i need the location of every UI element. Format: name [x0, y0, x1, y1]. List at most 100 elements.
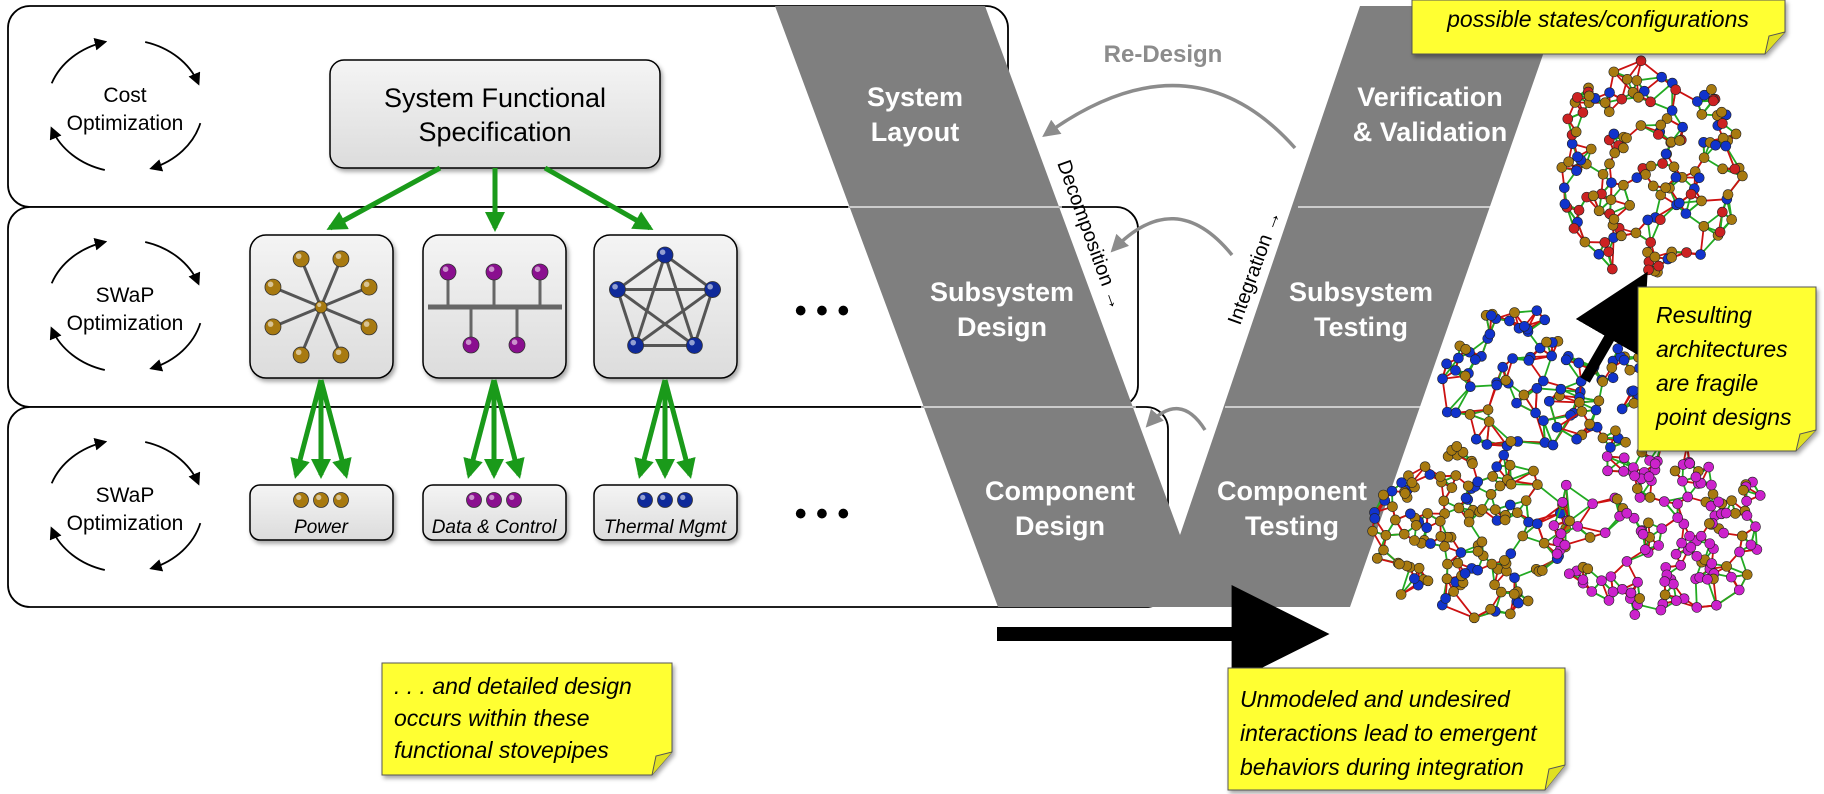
network-node-icon [1693, 172, 1705, 184]
network-node-icon [1745, 539, 1757, 551]
network-node-icon [1704, 538, 1716, 549]
network-node-icon [1435, 531, 1447, 542]
vee-right-bot-line2: Testing [1245, 511, 1339, 541]
network-node-icon [1616, 93, 1628, 105]
cycle-arrow-icon [49, 126, 106, 171]
mesh-edge [664, 253, 714, 291]
network-node-icon [1698, 152, 1710, 164]
network-node-icon [1409, 535, 1420, 546]
network-node-icon [1387, 501, 1398, 512]
network-node-icon [1582, 563, 1594, 575]
network-node-icon [1706, 84, 1717, 95]
network-node-icon [1624, 364, 1636, 376]
network-node-icon [1604, 87, 1615, 98]
network-node-icon [1453, 352, 1464, 364]
node-highlight-icon [680, 494, 686, 500]
network-node-icon [1537, 565, 1548, 576]
network-node-icon [1692, 96, 1703, 107]
network-node-icon [1500, 375, 1512, 386]
network-node-icon [1645, 96, 1656, 108]
emergent-network-blobs [1367, 55, 1766, 624]
network-node-icon [1410, 520, 1422, 531]
network-node-icon [1672, 512, 1683, 523]
row-label-swap1-1: SWaP [96, 284, 155, 307]
network-node-icon [1499, 555, 1510, 566]
network-node-icon [1476, 536, 1488, 548]
network-node-icon [1483, 416, 1495, 427]
vee-left-mid-line2: Design [957, 312, 1047, 342]
network-node-icon [1518, 389, 1530, 401]
mesh-node-icon [656, 246, 674, 264]
network-node-icon [1482, 404, 1494, 415]
network-node-icon [1618, 179, 1629, 191]
network-node-icon [1560, 479, 1572, 491]
network-node-icon [1717, 118, 1728, 129]
network-node-icon [1628, 512, 1640, 524]
network-node-icon [1660, 182, 1671, 193]
cycle-arrow-icon [50, 438, 108, 484]
network-node-icon [1631, 75, 1643, 86]
network-node-icon [1530, 407, 1541, 419]
network-node-icon [1422, 575, 1434, 587]
node-highlight-icon [659, 249, 666, 255]
component-label-power: Power [294, 517, 349, 538]
node-highlight-icon [612, 283, 618, 290]
mesh-node-icon [685, 337, 703, 354]
network-node-icon [1612, 343, 1624, 354]
network-node-icon [1584, 418, 1595, 430]
network-node-icon [1505, 478, 1517, 490]
mesh-node-icon [609, 281, 626, 298]
network-node-icon [1378, 544, 1389, 556]
network-node-icon [1504, 315, 1515, 327]
network-node-icon [1490, 504, 1501, 515]
node-highlight-icon [469, 494, 475, 500]
network-node-icon [1599, 97, 1611, 108]
vee-row-dividers [848, 206, 1491, 408]
network-node-icon [1498, 449, 1510, 461]
network-edge [1441, 378, 1449, 413]
network-node-icon [1737, 170, 1748, 182]
network-node-icon [1568, 223, 1580, 234]
network-node-icon [1405, 508, 1416, 520]
network-node-icon [1587, 498, 1598, 510]
star-node-icon [332, 346, 350, 364]
network-node-icon [1684, 458, 1695, 469]
network-node-icon [1695, 249, 1706, 260]
network-node-icon [1643, 471, 1655, 482]
network-node-icon [1441, 358, 1452, 370]
component-dot-icon [506, 492, 522, 508]
component-dot-icon [637, 492, 653, 508]
network-node-icon [1459, 568, 1471, 579]
network-edge [1565, 484, 1594, 505]
component-pill-thermal [593, 484, 738, 541]
note-fragile [1637, 286, 1817, 452]
vee-shape [775, 6, 1560, 607]
network-node-icon [1573, 357, 1585, 369]
vee-right-top-line1: Verification [1357, 82, 1503, 112]
network-node-icon [1720, 507, 1732, 519]
bus-node-icon [485, 263, 503, 281]
network-node-icon [1460, 344, 1472, 355]
network-node-icon [1539, 314, 1551, 326]
network-node-icon [1537, 375, 1549, 387]
network-node-icon [1531, 518, 1543, 530]
network-node-icon [1398, 528, 1410, 540]
network-node-icon [1462, 480, 1474, 492]
cycle-arrow-icon [144, 241, 201, 286]
network-node-icon [1508, 588, 1520, 600]
note-fragile-line3: are fragile [1656, 370, 1758, 396]
network-node-icon [1685, 541, 1697, 553]
row-label-swap1-2: Optimization [67, 312, 184, 335]
network-node-icon [1738, 484, 1749, 496]
cycle-arrow-icon [149, 322, 202, 372]
network-node-icon [1538, 537, 1550, 549]
node-highlight-icon [363, 281, 370, 288]
network-node-icon [1485, 310, 1497, 321]
network-node-icon [1512, 507, 1523, 519]
star-edge [320, 305, 370, 329]
star-edge [319, 258, 343, 308]
network-node-icon [1450, 365, 1461, 376]
vee-left-bot-line1: Component [985, 476, 1135, 506]
network-node-icon [1677, 121, 1688, 133]
network-node-icon [1653, 129, 1664, 140]
